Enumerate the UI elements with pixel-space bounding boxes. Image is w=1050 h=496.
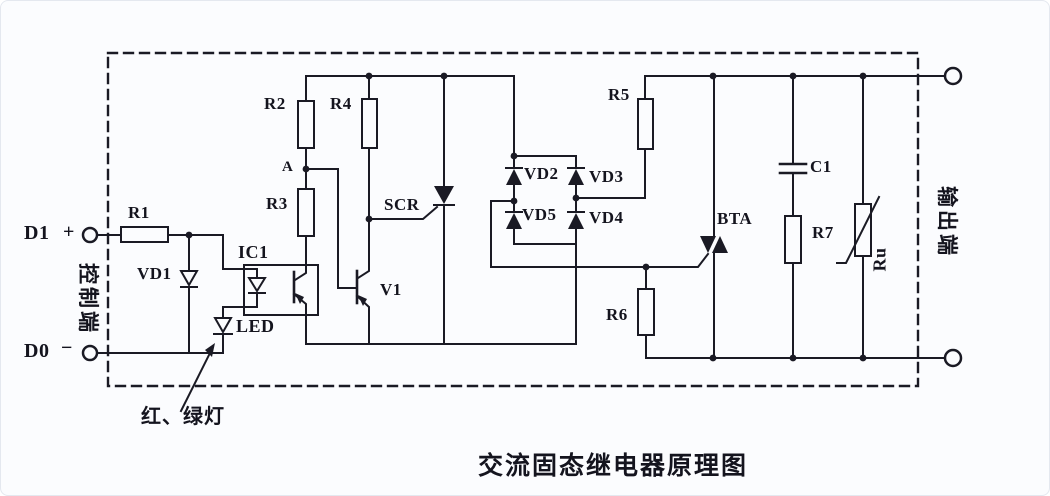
label-d0: D0 — [24, 340, 50, 362]
label-ic1: IC1 — [238, 242, 269, 262]
label-r4: R4 — [330, 94, 352, 113]
label-d1-sign: + — [63, 221, 75, 243]
label-r6: R6 — [606, 305, 628, 324]
label-r3: R3 — [266, 194, 288, 213]
label-vd4: VD4 — [589, 208, 624, 227]
label-r7: R7 — [812, 223, 834, 242]
led-indicator — [213, 306, 245, 354]
bridge-diodes — [490, 75, 646, 345]
diode-vd1 — [179, 234, 199, 354]
label-d1: D1 — [24, 222, 50, 244]
label-r1: R1 — [128, 203, 150, 222]
label-vd1: VD1 — [137, 264, 172, 283]
label-indicator-note: 红、绿灯 — [141, 406, 225, 428]
label-ru: Ru — [869, 247, 890, 272]
junction-dots — [185, 72, 867, 362]
label-v1: V1 — [380, 280, 402, 299]
input-terminal-d1 — [81, 226, 99, 244]
label-vd5: VD5 — [522, 205, 557, 224]
capacitor-c1 — [778, 75, 808, 217]
triac-bta — [700, 75, 728, 359]
resistor-r6 — [637, 266, 655, 359]
label-vd2: VD2 — [524, 164, 559, 183]
label-scr: SCR — [384, 195, 420, 214]
label-r2: R2 — [264, 94, 286, 113]
label-c1: C1 — [810, 157, 832, 176]
module-outline — [106, 51, 920, 388]
label-control-side: 控制端 — [76, 263, 100, 335]
label-bta: BTA — [717, 209, 753, 228]
label-r5: R5 — [608, 85, 630, 104]
wire-node-a-to-v1-base — [305, 168, 358, 289]
wire-trigger-common — [305, 314, 577, 345]
label-d0-sign: − — [61, 337, 73, 359]
output-terminal-bottom — [943, 348, 963, 368]
wire-gate — [490, 252, 710, 268]
label-vd3: VD3 — [589, 167, 624, 186]
thyristor-scr — [368, 75, 455, 345]
indicator-arrow — [179, 343, 215, 413]
resistor-r7 — [784, 215, 802, 359]
diagram-caption: 交流固态继电器原理图 — [478, 453, 749, 480]
label-led: LED — [236, 316, 275, 336]
resistor-r4 — [361, 75, 378, 220]
varistor-ru — [836, 75, 881, 359]
resistor-r1 — [96, 226, 245, 270]
input-terminal-d0 — [81, 344, 99, 362]
optocoupler-ic1 — [243, 264, 319, 316]
transistor-v1 — [355, 218, 370, 345]
label-output-side: 输出端 — [935, 186, 959, 258]
output-terminal-top — [943, 66, 963, 86]
label-node-a: A — [282, 159, 294, 175]
resistor-r5 — [637, 75, 654, 199]
resistor-r3 — [297, 188, 315, 266]
